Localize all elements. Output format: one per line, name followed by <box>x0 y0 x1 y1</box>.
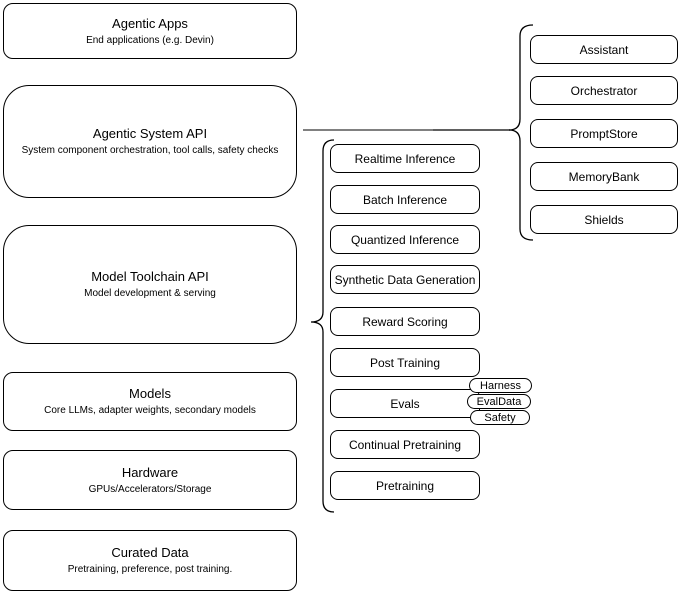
toolchain-item-label: Reward Scoring <box>362 314 448 329</box>
component-orchestrator: Orchestrator <box>530 76 678 105</box>
box-model-toolchain-api: Model Toolchain API Model development & … <box>3 225 297 344</box>
box-subtitle: Core LLMs, adapter weights, secondary mo… <box>44 405 256 416</box>
eval-tag-harness: Harness <box>469 378 532 393</box>
component-label: Shields <box>584 212 624 227</box>
box-title: Model Toolchain API <box>91 269 209 284</box>
component-label: MemoryBank <box>568 169 640 184</box>
box-models: Models Core LLMs, adapter weights, secon… <box>3 372 297 431</box>
toolchain-item-label: Synthetic Data Generation <box>334 272 476 287</box>
toolchain-item-evals: Evals <box>330 389 480 418</box>
box-agentic-apps: Agentic Apps End applications (e.g. Devi… <box>3 3 297 59</box>
toolchain-item-label: Pretraining <box>375 478 435 493</box>
eval-tag-safety: Safety <box>470 410 530 425</box>
eval-tag-label: Safety <box>484 411 516 424</box>
toolchain-item-label: Continual Pretraining <box>348 437 462 452</box>
toolchain-item-label: Post Training <box>369 355 441 370</box>
toolchain-item-continual-pretraining: Continual Pretraining <box>330 430 480 459</box>
box-curated-data: Curated Data Pretraining, preference, po… <box>3 530 297 591</box>
eval-tag-label: Harness <box>480 379 521 392</box>
box-agentic-system-api: Agentic System API System component orch… <box>3 85 297 198</box>
component-label: PromptStore <box>570 126 638 141</box>
toolchain-item-reward-scoring: Reward Scoring <box>330 307 480 336</box>
box-subtitle: GPUs/Accelerators/Storage <box>88 483 212 495</box>
component-label: Orchestrator <box>570 83 638 98</box>
eval-tag-label: EvalData <box>476 395 522 408</box>
box-title: Hardware <box>121 464 179 480</box>
toolchain-item-label: Evals <box>390 396 420 411</box>
box-title: Agentic Apps <box>112 15 188 31</box>
component-memorybank: MemoryBank <box>530 162 678 191</box>
component-shields: Shields <box>530 205 678 234</box>
component-assistant: Assistant <box>530 35 678 64</box>
box-title: Agentic System API <box>92 126 208 141</box>
box-title: Curated Data <box>111 545 189 560</box>
toolchain-item-label: Quantized Inference <box>350 232 460 247</box>
box-hardware: Hardware GPUs/Accelerators/Storage <box>3 450 297 510</box>
toolchain-item-label: Batch Inference <box>362 192 448 207</box>
toolchain-item-batch-inference: Batch Inference <box>330 185 480 214</box>
box-subtitle: Model development & serving <box>84 288 216 299</box>
component-label: Assistant <box>579 42 629 57</box>
toolchain-item-post-training: Post Training <box>330 348 480 377</box>
box-title: Models <box>129 386 171 401</box>
box-subtitle: System component orchestration, tool cal… <box>21 145 279 156</box>
toolchain-item-realtime-inference: Realtime Inference <box>330 144 480 173</box>
component-promptstore: PromptStore <box>530 119 678 148</box>
toolchain-item-label: Realtime Inference <box>354 151 456 166</box>
box-subtitle: Pretraining, preference, post training. <box>67 564 233 575</box>
eval-tag-evaldata: EvalData <box>467 394 531 409</box>
toolchain-item-pretraining: Pretraining <box>330 471 480 500</box>
toolchain-item-quantized-inference: Quantized Inference <box>330 225 480 254</box>
toolchain-item-synthetic-data-generation: Synthetic Data Generation <box>330 265 480 294</box>
box-subtitle: End applications (e.g. Devin) <box>86 34 214 46</box>
